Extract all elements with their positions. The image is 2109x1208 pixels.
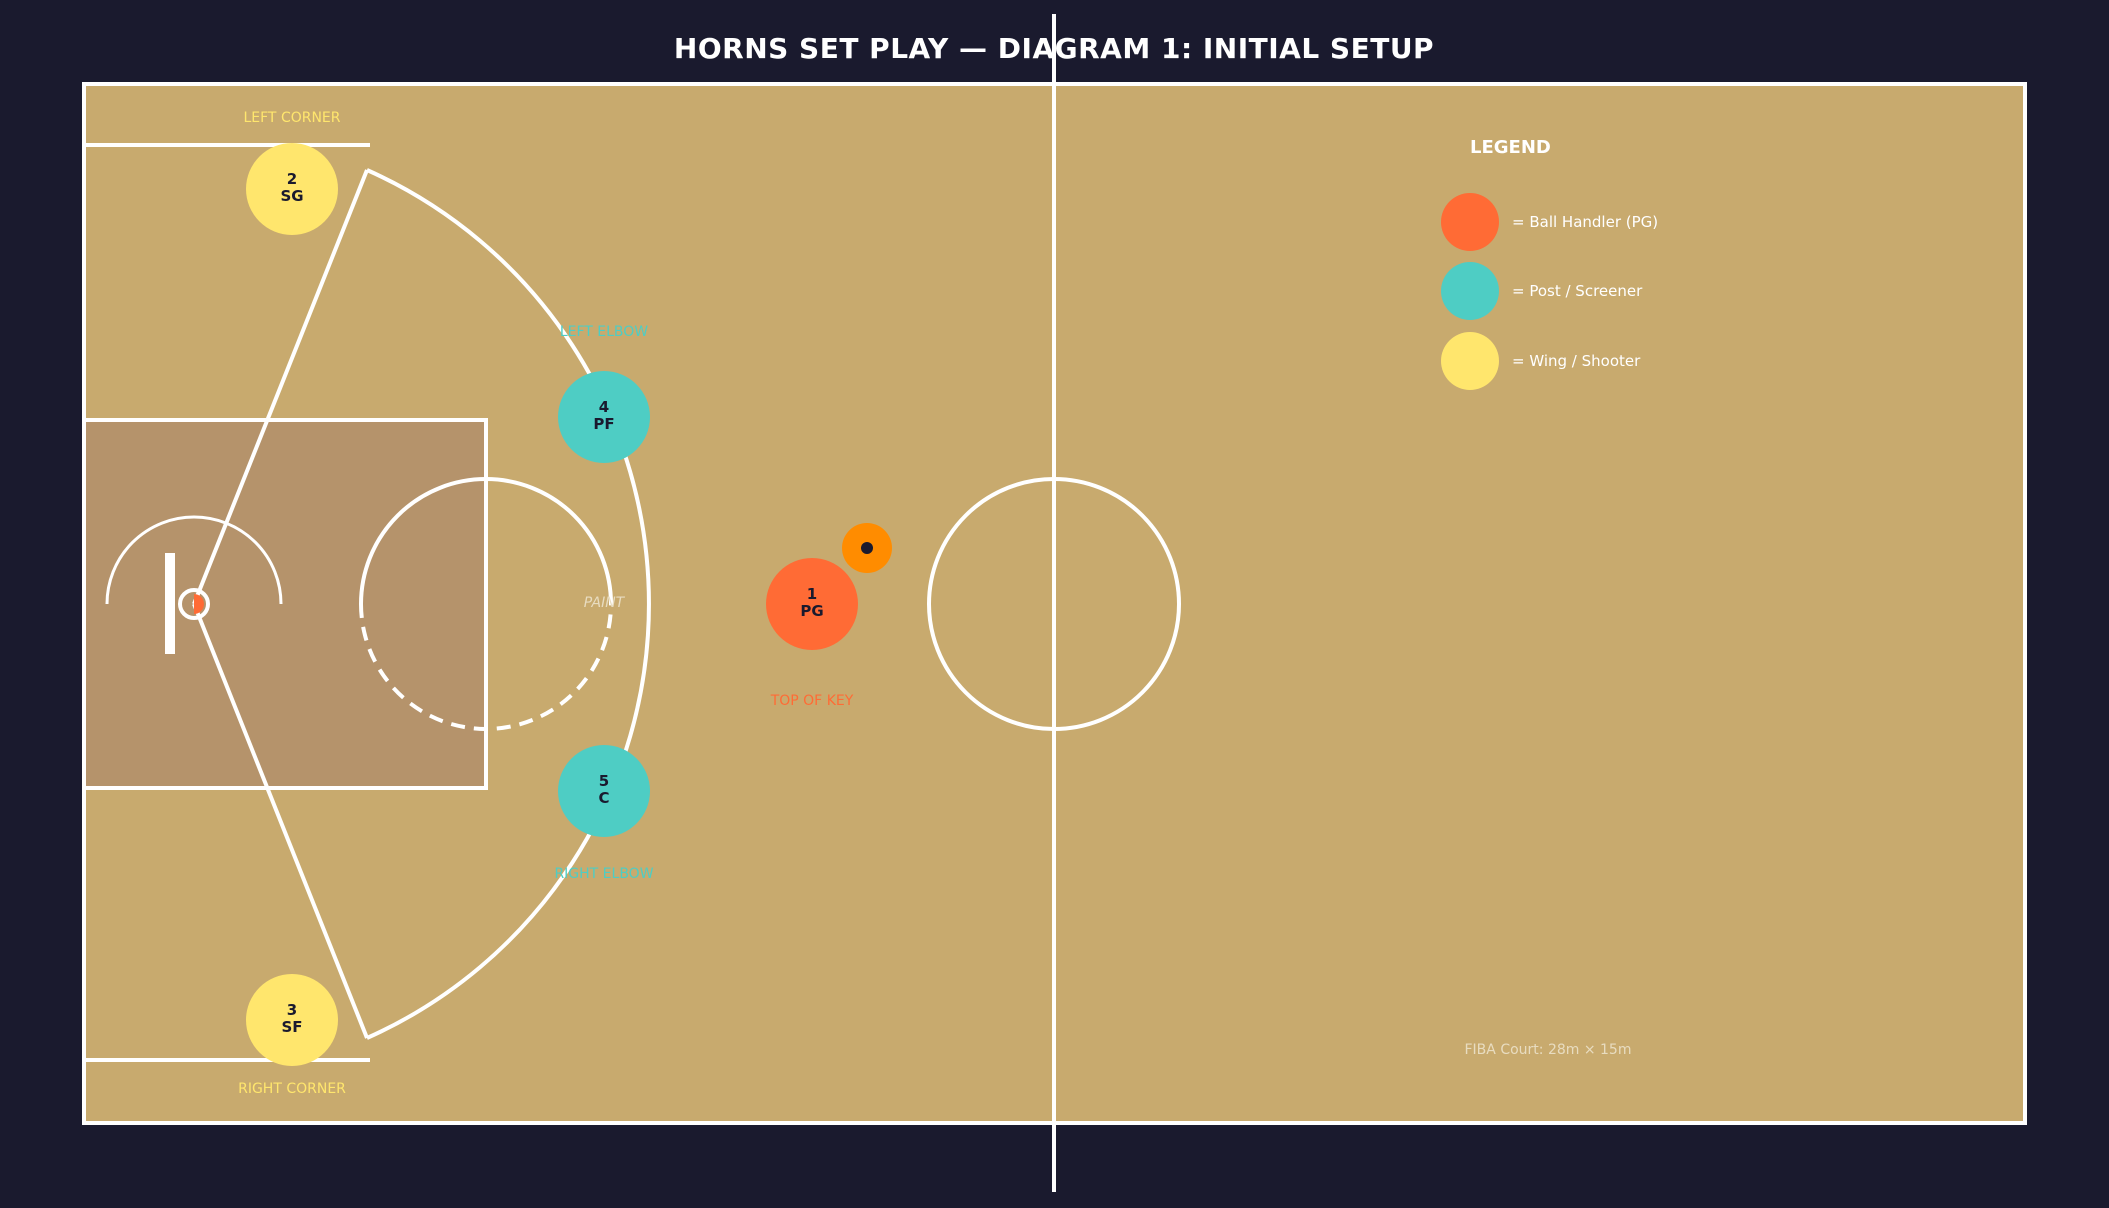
- player-marker: [766, 558, 858, 650]
- paint-area: [82, 418, 488, 790]
- player-number: 4: [599, 398, 609, 416]
- three-point-right-segment: [192, 603, 369, 1039]
- player-position: PF: [593, 415, 614, 433]
- three-point-arc: [366, 168, 651, 1040]
- legend-item-ball-handler: = Ball Handler (PG): [1512, 213, 1658, 231]
- legend: LEGEND = Ball Handler (PG) = Post / Scre…: [1441, 137, 1658, 390]
- backboard: [165, 553, 175, 654]
- top-of-key-label: TOP OF KEY: [770, 693, 854, 709]
- free-throw-circle-dashed: [359, 603, 613, 731]
- right-corner-label: RIGHT CORNER: [238, 1081, 346, 1097]
- player-marker: [246, 143, 338, 235]
- legend-swatch-wing: [1441, 332, 1499, 390]
- left-elbow-label: LEFT ELBOW: [560, 324, 648, 340]
- player-number: 2: [287, 170, 297, 188]
- hoop: [178, 588, 210, 620]
- court-border: [82, 82, 2027, 1125]
- hoop-accent: [194, 594, 204, 614]
- player-3-sf[interactable]: 3 SF: [246, 974, 338, 1066]
- player-4-pf[interactable]: 4 PF: [558, 371, 650, 463]
- court-footnote: FIBA Court: 28m × 15m: [1465, 1042, 1632, 1058]
- player-number: 5: [599, 772, 609, 790]
- player-marker: [558, 371, 650, 463]
- legend-item-post: = Post / Screener: [1512, 282, 1643, 300]
- player-marker: [246, 974, 338, 1066]
- player-2-sg[interactable]: 2 SG: [246, 143, 338, 235]
- player-marker: [558, 745, 650, 837]
- player-5-c[interactable]: 5 C: [558, 745, 650, 837]
- ball-center-dot: [861, 542, 873, 554]
- paint-label: PAINT: [584, 595, 626, 611]
- player-number: 1: [807, 585, 817, 603]
- left-corner-label: LEFT CORNER: [243, 110, 340, 126]
- player-position: SF: [281, 1018, 302, 1036]
- legend-title: LEGEND: [1470, 137, 1551, 158]
- legend-swatch-post: [1441, 262, 1499, 320]
- legend-item-wing: = Wing / Shooter: [1512, 352, 1641, 370]
- free-throw-circle-solid: [359, 477, 613, 605]
- three-point-left-segment: [192, 169, 369, 605]
- restricted-area-arc: [105, 515, 283, 605]
- player-position: SG: [280, 187, 303, 205]
- legend-swatch-ball-handler: [1441, 193, 1499, 251]
- right-elbow-label: RIGHT ELBOW: [554, 866, 653, 882]
- player-position: C: [598, 789, 609, 807]
- player-number: 3: [287, 1001, 297, 1019]
- player-position: PG: [800, 602, 823, 620]
- player-1-pg[interactable]: 1 PG: [766, 558, 858, 650]
- center-circle: [927, 477, 1181, 731]
